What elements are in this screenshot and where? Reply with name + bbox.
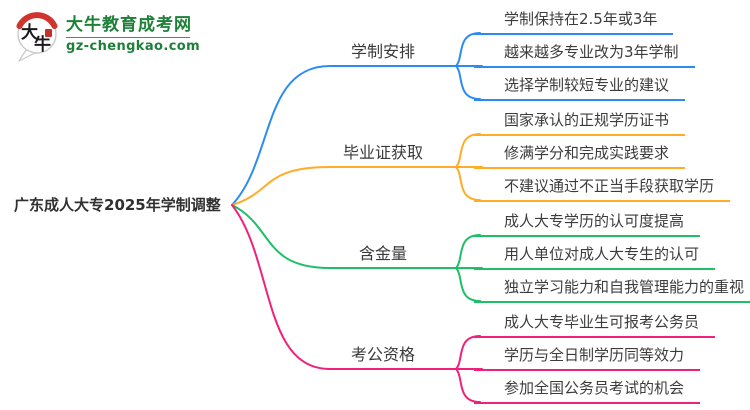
site-logo: 大 牛 大牛教育成考网 gz-chengkao.com xyxy=(12,8,200,62)
speech-bubble-logo-icon: 大 牛 xyxy=(16,12,58,62)
leaf-node: 学制保持在2.5年或3年 xyxy=(474,7,674,35)
leaf-node: 成人大专毕业生可报考公务员 xyxy=(474,310,716,338)
leaf-node: 成人大专学历的认可度提高 xyxy=(474,209,701,237)
logo-divider xyxy=(66,37,190,38)
leaf-node: 修满学分和完成实践要求 xyxy=(474,141,686,169)
svg-text:大: 大 xyxy=(21,22,38,43)
branch-label-civil-service: 考公资格 xyxy=(350,345,415,364)
leaf-node: 学历与全日制学历同等效力 xyxy=(474,343,701,371)
logo-title: 大牛教育成考网 xyxy=(66,15,192,35)
leaf-node: 选择学制较短专业的建议 xyxy=(474,73,686,101)
branch-label-diploma: 毕业证获取 xyxy=(342,143,423,162)
leaf-node: 国家承认的正规学历证书 xyxy=(474,108,686,136)
leaf-node: 用人单位对成人大专生的认可 xyxy=(474,242,716,270)
branch-label-schedule: 学制安排 xyxy=(350,42,415,61)
svg-text:牛: 牛 xyxy=(34,34,51,55)
leaf-node: 越来越多专业改为3年学制 xyxy=(474,40,695,68)
leaf-node: 不建议通过不正当手段获取学历 xyxy=(474,174,731,202)
logo-domain-url: gz-chengkao.com xyxy=(66,39,201,54)
leaf-node: 参加全国公务员考试的机会 xyxy=(474,376,701,404)
root-topic: 广东成人大专2025年学制调整 xyxy=(14,196,221,214)
branch-lines-civil-service xyxy=(231,204,483,403)
branch-label-value: 含金量 xyxy=(358,244,407,263)
leaf-node: 独立学习能力和自我管理能力的重视 xyxy=(474,275,750,303)
